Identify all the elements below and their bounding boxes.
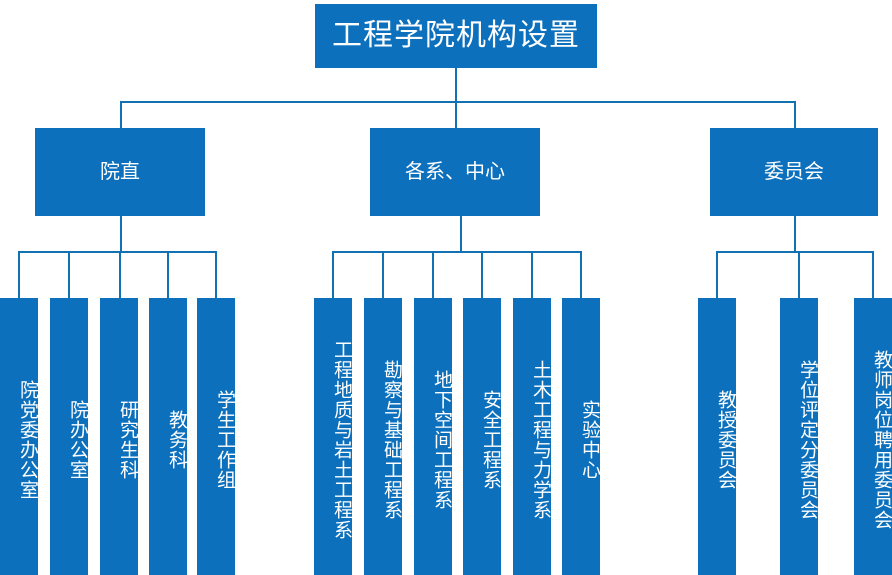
connector-to-branch-1: [120, 101, 122, 128]
org-leaf-1-5[interactable]: 学生工作组: [197, 298, 236, 575]
org-leaf-3-2[interactable]: 学位评定分委员会: [780, 298, 819, 575]
connector-branch-2-stem: [460, 216, 462, 252]
connector-level2-bus: [120, 101, 795, 103]
connector-branch-2-leaf-2: [382, 251, 384, 298]
org-leaf-3-3[interactable]: 教师岗位聘用委员会: [854, 298, 892, 575]
connector-branch-3-stem: [794, 216, 796, 252]
org-leaf-2-2[interactable]: 勘察与基础工程系: [364, 298, 403, 575]
org-node-branch-3[interactable]: 委员会: [710, 128, 878, 216]
connector-branch-1-leaf-1: [18, 251, 20, 298]
connector-branch-1-leaf-2: [68, 251, 70, 298]
org-leaf-1-4[interactable]: 教务科: [149, 298, 188, 575]
connector-branch-2-leaf-6: [580, 251, 582, 298]
org-leaf-2-3[interactable]: 地下空间工程系: [414, 298, 453, 575]
connector-to-branch-2: [455, 101, 457, 128]
org-leaf-1-2[interactable]: 院办公室: [50, 298, 89, 575]
connector-branch-2-leaf-1: [332, 251, 334, 298]
org-leaf-1-3[interactable]: 研究生科: [100, 298, 139, 575]
connector-branch-2-leaf-5: [531, 251, 533, 298]
connector-branch-2-bus: [332, 251, 582, 253]
connector-branch-3-leaf-3: [872, 251, 874, 298]
org-leaf-3-1[interactable]: 教授委员会: [698, 298, 737, 575]
org-leaf-2-1[interactable]: 工程地质与岩土工程系: [314, 298, 353, 575]
connector-branch-3-leaf-2: [798, 251, 800, 298]
org-leaf-2-6[interactable]: 实验中心: [562, 298, 601, 575]
connector-branch-1-leaf-4: [167, 251, 169, 298]
org-leaf-2-5[interactable]: 土木工程与力学系: [513, 298, 552, 575]
connector-branch-3-bus: [716, 251, 874, 253]
connector-branch-2-leaf-4: [481, 251, 483, 298]
connector-branch-1-leaf-3: [119, 251, 121, 298]
org-node-root[interactable]: 工程学院机构设置: [315, 4, 597, 68]
connector-to-branch-3: [794, 101, 796, 128]
org-node-branch-2[interactable]: 各系、中心: [370, 128, 540, 216]
connector-branch-3-leaf-1: [716, 251, 718, 298]
connector-branch-1-leaf-5: [215, 251, 217, 298]
connector-branch-1-bus: [18, 251, 216, 253]
connector-branch-1-stem: [120, 216, 122, 252]
connector-branch-2-leaf-3: [432, 251, 434, 298]
connector-root-stem: [455, 68, 457, 102]
org-leaf-1-1[interactable]: 院党委办公室: [0, 298, 39, 575]
org-node-branch-1[interactable]: 院直: [35, 128, 205, 216]
org-leaf-2-4[interactable]: 安全工程系: [463, 298, 502, 575]
